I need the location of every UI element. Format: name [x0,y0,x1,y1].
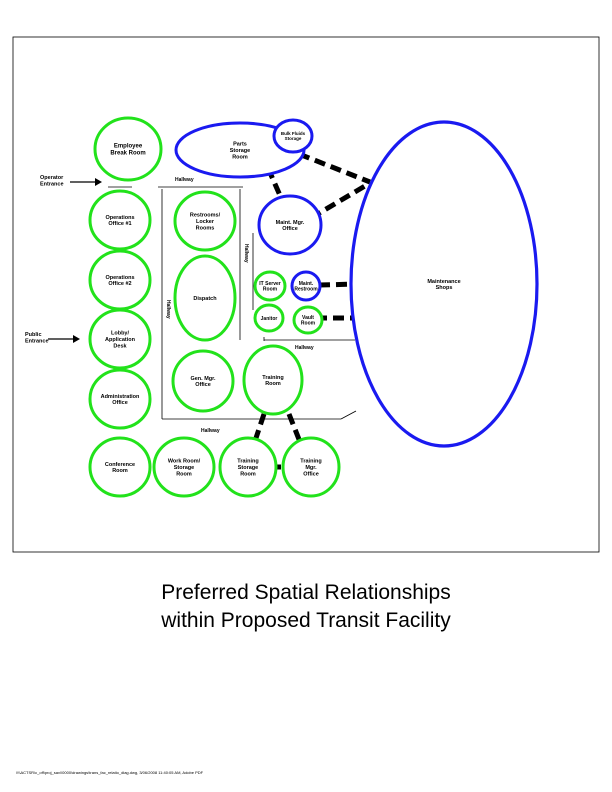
hallway-label-top: Hallway [175,177,194,183]
room-dispatch: Dispatch [173,254,237,342]
room-outline [272,118,314,154]
room-outline [253,270,287,302]
hallway-label-bottom: Hallway [201,428,220,434]
room-outline [173,254,237,342]
room-outline [152,436,216,498]
diagram-title-line-2: within Proposed Transit Facility [161,609,451,632]
room-outline [257,194,323,256]
room-janitor: Janitor [253,303,285,333]
room-outline [281,436,341,498]
hallway-label-right: Hallway [295,345,314,351]
room-outline [171,349,235,413]
room-outline [242,344,304,416]
room-outline [253,303,285,333]
room-outline [292,305,324,335]
diagram-frame [12,36,600,553]
room-label: Maint. Mgr.Office [276,220,305,232]
room-maint-mgr: Maint. Mgr.Office [257,194,323,256]
hallway-label-left-vertical: Hallway [165,300,171,319]
room-outline [88,436,152,498]
room-label: Maint.Restroom [294,281,318,293]
room-outline [290,270,322,302]
room-gen-mgr: Gen. Mgr.Office [171,349,235,413]
room-outline [88,368,152,430]
diagram-title-line-1: Preferred Spatial Relationships [161,581,451,604]
room-outline [88,189,152,251]
hallway-lines [108,186,357,420]
room-outline [349,120,539,448]
room-label: Dispatch [193,296,217,302]
file-path-footer: \\\\ACTSR\c_off\proj_sav\\0000\drawings\… [16,770,204,775]
room-maint-restroom: Maint.Restroom [290,270,322,302]
hallway-label-mid-vertical: Hallway [243,244,249,263]
room-outline [88,308,152,370]
room-outline [173,190,237,252]
room-label: Janitor [261,316,278,322]
entrance-arrows [48,178,102,343]
room-label: Gen. Mgr.Office [190,376,216,388]
room-outline [218,436,278,498]
room-outline [93,116,163,182]
hallway-labels: Hallway Hallway Hallway Hallway Hallway [165,177,314,434]
